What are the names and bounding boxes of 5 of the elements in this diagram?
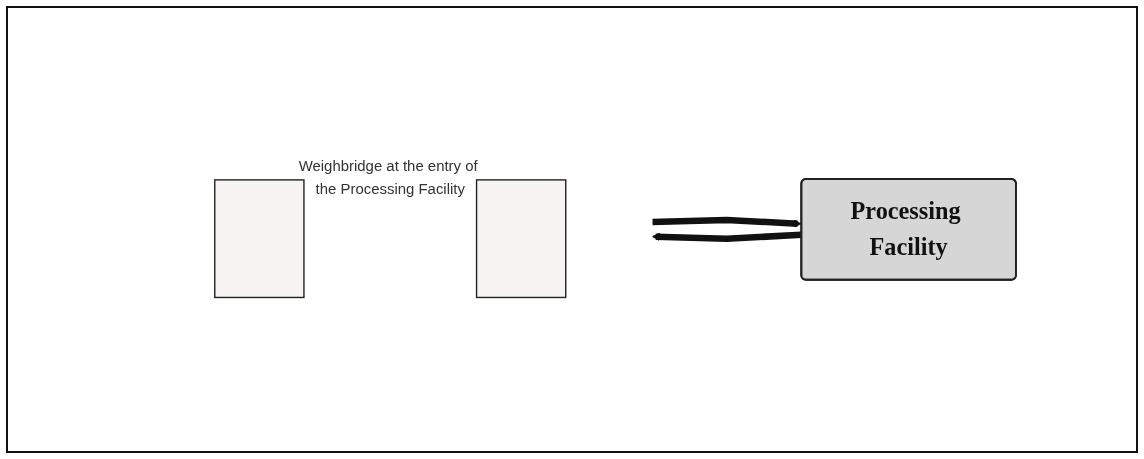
arrow: [651, 231, 802, 243]
node-box: [475, 179, 567, 299]
node-text: Weighbridge at the entry of the Processing Facility: [298, 158, 478, 197]
node-box: [213, 179, 305, 299]
arrow: [651, 216, 802, 228]
